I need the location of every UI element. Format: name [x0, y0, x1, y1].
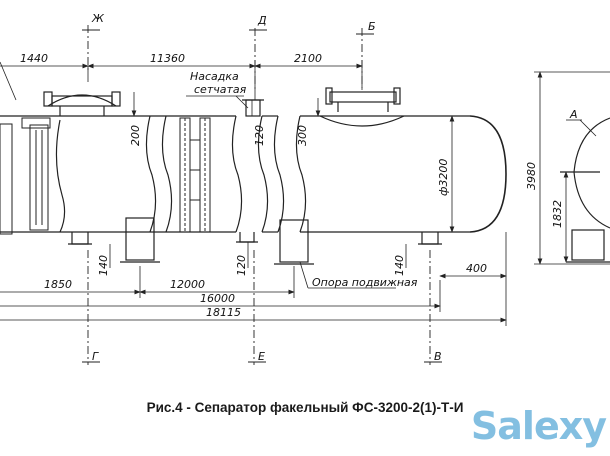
- dim-200: 200: [129, 125, 142, 146]
- marker-v: В: [434, 350, 442, 363]
- dim-diameter: ф3200: [437, 159, 450, 196]
- vessel-body: [0, 115, 507, 233]
- dim-11360: 11360: [150, 52, 185, 65]
- dim-400: 400: [466, 262, 487, 275]
- marker-d: Д: [257, 14, 267, 27]
- label-mesh-2: сетчатая: [194, 83, 247, 96]
- label-support: Опора подвижная: [312, 276, 418, 289]
- dim-1850: 1850: [44, 278, 72, 291]
- marker-a: А: [569, 108, 578, 121]
- supports: [120, 217, 314, 265]
- dim-300: 300: [296, 125, 309, 146]
- bottom-nozzles: [68, 232, 442, 245]
- dim-120-top: 120: [253, 125, 266, 146]
- marker-b: Б: [368, 20, 376, 33]
- dim-2100: 2100: [294, 52, 322, 65]
- inlet-baffle: [0, 117, 51, 235]
- marker-zh: Ж: [91, 12, 105, 25]
- dim-120-bottom: 120: [235, 255, 248, 276]
- marker-g: Г: [92, 350, 99, 363]
- dim-18115: 18115: [206, 306, 241, 319]
- dim-3980: 3980: [525, 162, 538, 190]
- dim-140-left: 140: [97, 255, 110, 276]
- watermark-logo: Salexy: [470, 404, 607, 448]
- mesh-pack: [179, 117, 211, 233]
- label-mesh-1: Насадка: [190, 70, 239, 83]
- separator-drawing: Ж Д Б Г Е В А 1440 11360 2100 Насадка се…: [0, 12, 610, 365]
- dim-1832: 1832: [551, 200, 564, 228]
- end-view: [560, 117, 610, 263]
- section-lines: [82, 25, 442, 365]
- nozzle-top-d: [242, 99, 264, 117]
- dim-1440: 1440: [20, 52, 48, 65]
- dim-12000: 12000: [170, 278, 205, 291]
- figure-caption: Рис.4 - Сепаратор факельный ФС-3200-2(1)…: [146, 400, 464, 415]
- marker-e: Е: [258, 350, 265, 363]
- dimension-lines: [0, 60, 610, 326]
- dim-140-right: 140: [393, 255, 406, 276]
- manhole-left: [43, 91, 121, 116]
- dim-16000: 16000: [200, 292, 235, 305]
- manhole-right: [319, 87, 405, 127]
